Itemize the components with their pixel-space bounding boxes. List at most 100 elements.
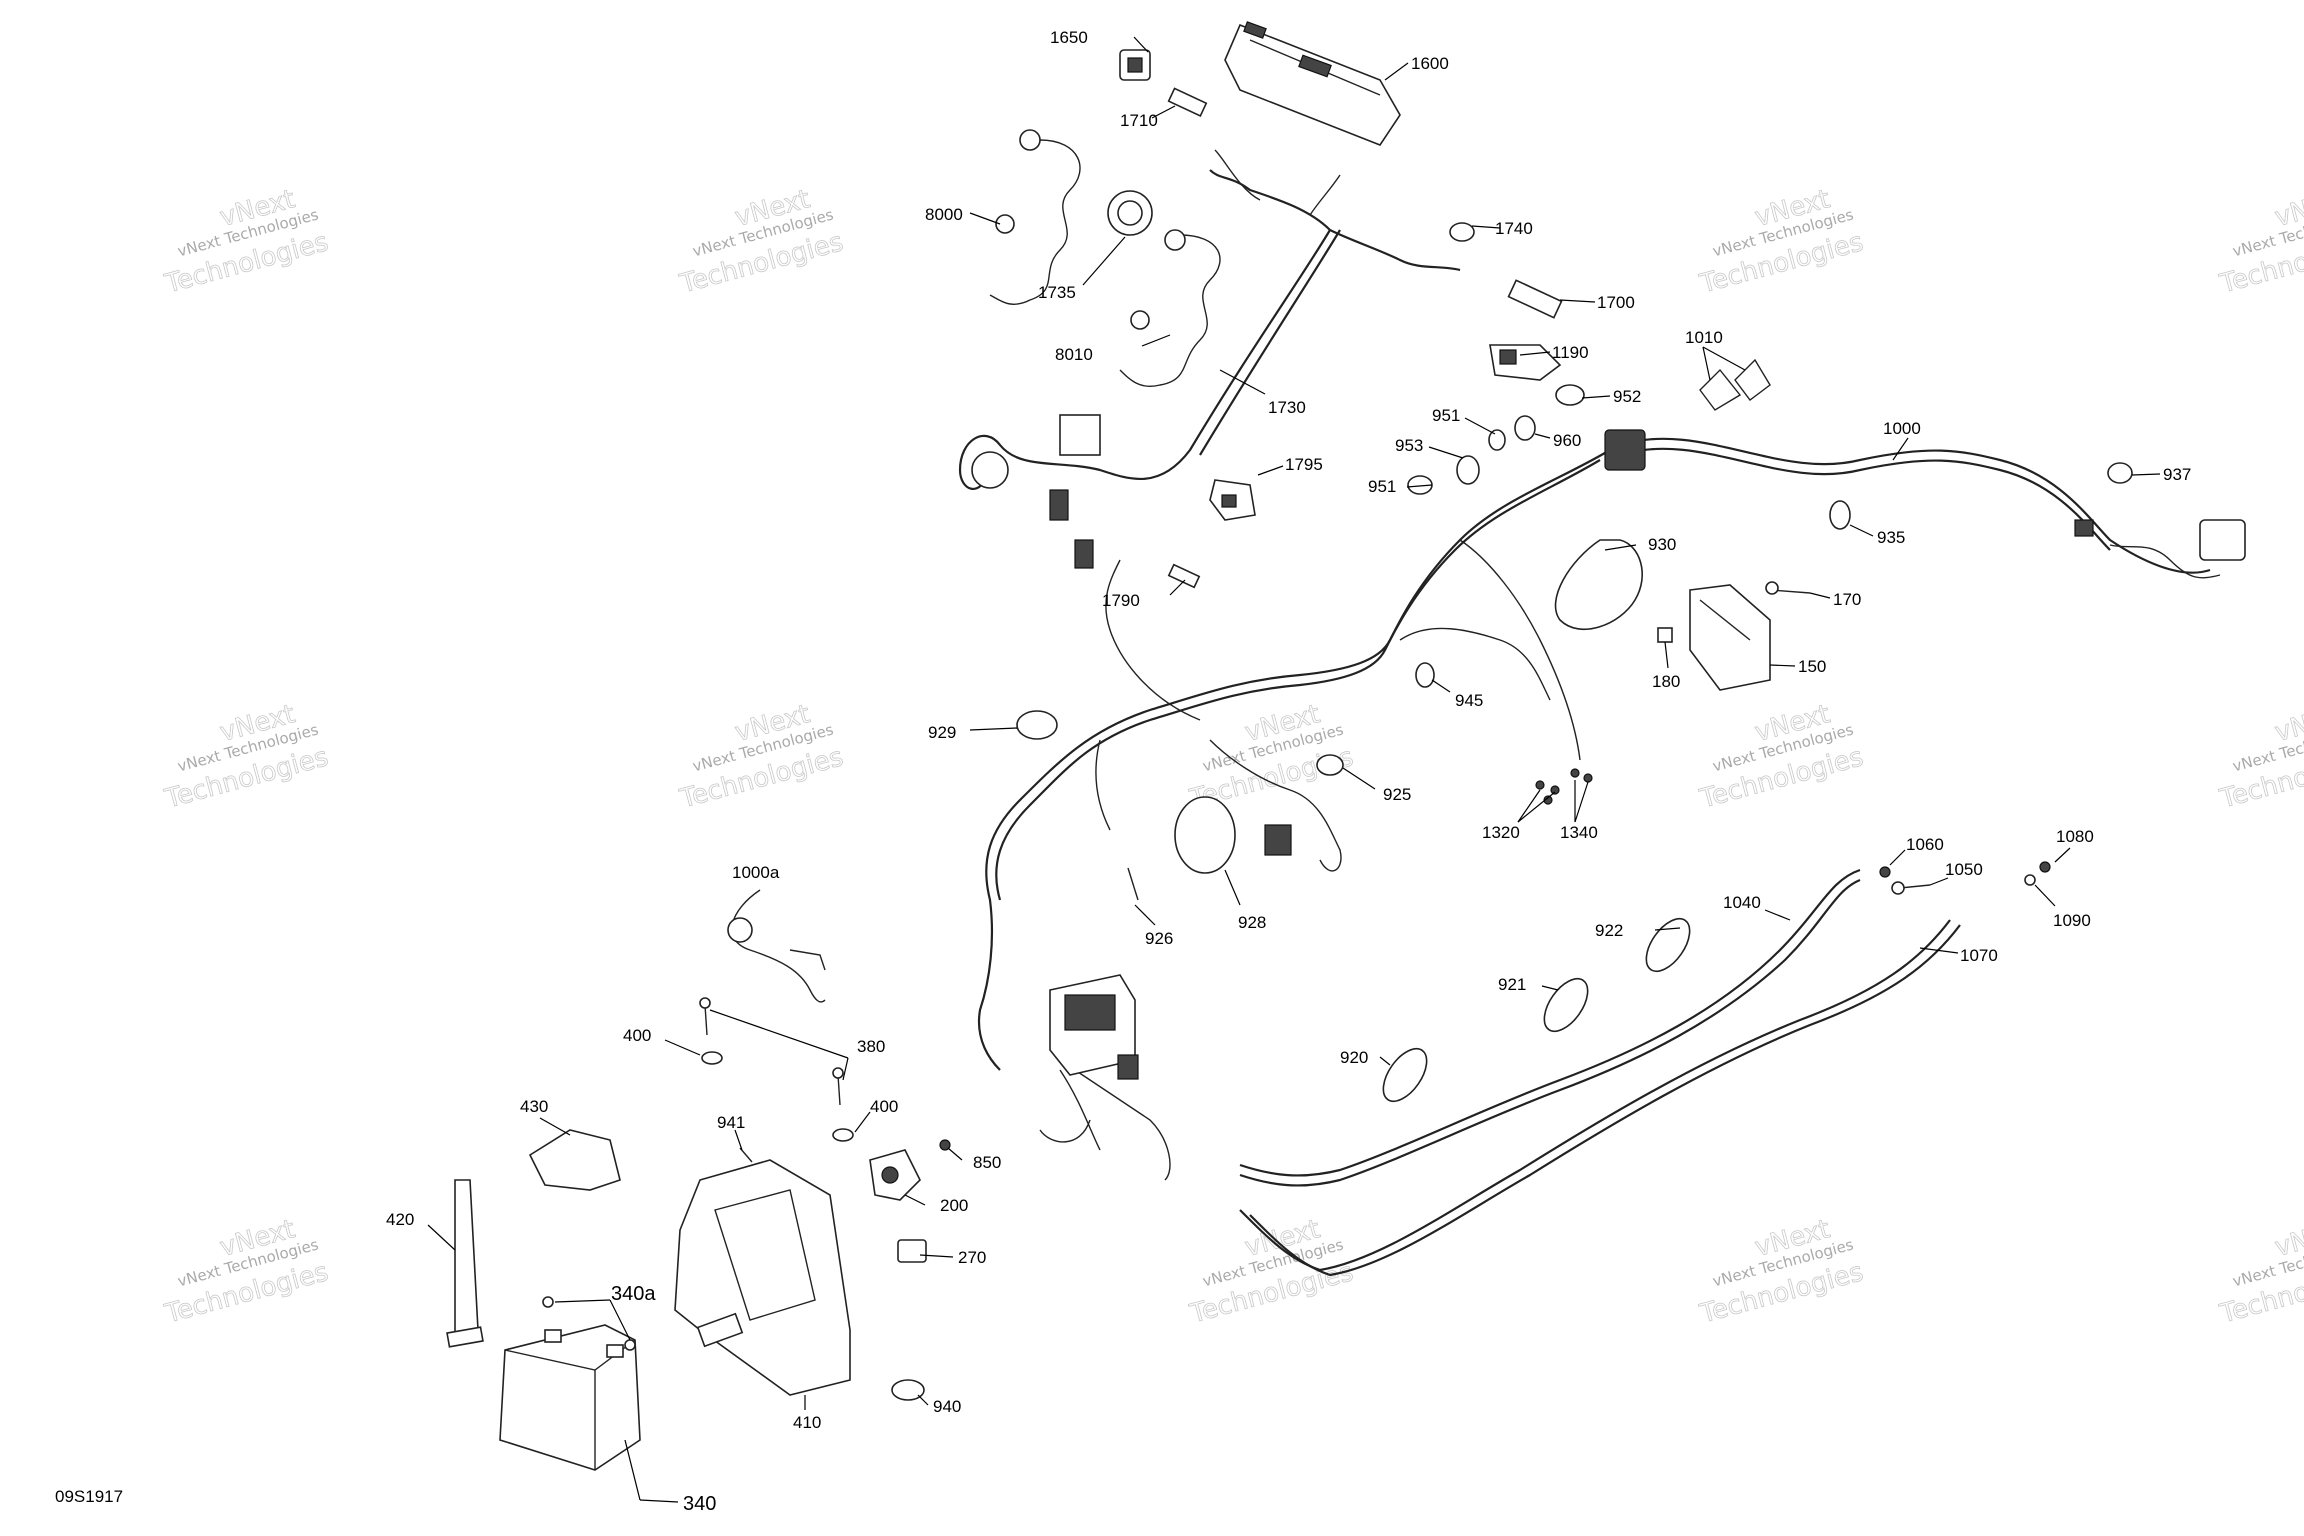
watermark: vNext Technologies vNext Technologies xyxy=(161,1214,332,1330)
label-925: 925 xyxy=(1383,785,1411,804)
label-941: 941 xyxy=(717,1113,745,1132)
watermark: vNext Technologies vNext Technologies xyxy=(676,699,847,815)
part-200 xyxy=(869,1149,921,1201)
label-410: 410 xyxy=(793,1413,821,1432)
label-926: 926 xyxy=(1145,929,1173,948)
part-925 xyxy=(1316,754,1344,776)
part-921 xyxy=(1543,977,1589,1033)
part-1700 xyxy=(1507,279,1563,319)
components xyxy=(446,21,2246,1471)
label-940: 940 xyxy=(933,1397,961,1416)
label-1340: 1340 xyxy=(1560,823,1598,842)
label-8000: 8000 xyxy=(925,205,963,224)
part-1730-block xyxy=(1059,414,1101,456)
label-1320: 1320 xyxy=(1482,823,1520,842)
part-1710 xyxy=(1167,87,1208,118)
label-1710: 1710 xyxy=(1120,111,1158,130)
label-8010: 8010 xyxy=(1055,345,1093,364)
part-1090 xyxy=(2024,874,2036,886)
label-1735: 1735 xyxy=(1038,283,1076,302)
part-935 xyxy=(1829,500,1851,530)
label-1000: 1000 xyxy=(1883,419,1921,438)
watermark: vNext Technologies vNext Technologies xyxy=(676,184,847,300)
label-1795: 1795 xyxy=(1285,455,1323,474)
part-400-b xyxy=(832,1128,854,1142)
label-1740: 1740 xyxy=(1495,219,1533,238)
part-1010 xyxy=(1699,358,1771,411)
part-270 xyxy=(897,1239,927,1263)
part-1730-plug-b xyxy=(1074,539,1094,569)
watermark: vNext Technologies vNext Technologies xyxy=(2216,699,2304,815)
part-fuse-box xyxy=(1049,974,1139,1080)
part-420 xyxy=(454,1179,479,1341)
part-1080 xyxy=(2039,861,2051,873)
part-340a-b xyxy=(624,1339,636,1351)
part-1000-end-connector xyxy=(2199,519,2246,561)
part-952 xyxy=(1555,384,1585,406)
label-945: 945 xyxy=(1455,691,1483,710)
label-953: 953 xyxy=(1395,436,1423,455)
part-953 xyxy=(1456,455,1480,485)
part-1050 xyxy=(1891,881,1931,895)
label-920: 920 xyxy=(1340,1048,1368,1067)
svg-text:vNext: vNext xyxy=(2272,699,2304,748)
label-921: 921 xyxy=(1498,975,1526,994)
part-945 xyxy=(1415,662,1435,688)
label-1070: 1070 xyxy=(1960,946,1998,965)
part-430 xyxy=(528,1129,621,1191)
part-340a-a xyxy=(542,1296,554,1308)
part-937 xyxy=(2107,462,2133,484)
part-1735-inner xyxy=(1117,200,1143,226)
label-937: 937 xyxy=(2163,465,2191,484)
label-1050: 1050 xyxy=(1945,860,1983,879)
part-150 xyxy=(1689,584,1771,691)
label-1000a: 1000a xyxy=(732,863,780,882)
label-420: 420 xyxy=(386,1210,414,1229)
label-951-lower: 951 xyxy=(1368,477,1396,496)
label-960: 960 xyxy=(1553,431,1581,450)
part-941 xyxy=(739,1147,753,1163)
part-1000-plug xyxy=(2074,519,2094,537)
part-850 xyxy=(939,1139,951,1151)
part-1060 xyxy=(1879,866,1891,878)
svg-text:vNext: vNext xyxy=(2272,184,2304,233)
part-labels: 1650 1600 1710 8000 1735 1740 1700 8010 … xyxy=(55,28,2191,1515)
label-1790: 1790 xyxy=(1102,591,1140,610)
svg-text:vNext: vNext xyxy=(2272,1214,2304,1263)
part-1340 xyxy=(1570,768,1593,783)
label-1190: 1190 xyxy=(1552,343,1589,362)
label-340: 340 xyxy=(683,1493,716,1515)
part-928-plug xyxy=(1264,824,1292,856)
part-930 xyxy=(1554,539,1643,630)
wiring-harness-main xyxy=(958,149,2221,1277)
label-1650: 1650 xyxy=(1050,28,1088,47)
part-940 xyxy=(891,1379,925,1401)
label-952: 952 xyxy=(1613,387,1641,406)
part-1000-connector xyxy=(1604,429,1646,471)
label-1730: 1730 xyxy=(1268,398,1306,417)
part-1795 xyxy=(1209,479,1256,521)
label-1040: 1040 xyxy=(1723,893,1761,912)
part-1000a xyxy=(727,889,826,1003)
part-8000 xyxy=(989,129,1081,305)
label-400-a: 400 xyxy=(623,1026,651,1045)
label-1600: 1600 xyxy=(1411,54,1449,73)
label-200: 200 xyxy=(940,1196,968,1215)
label-922: 922 xyxy=(1595,921,1623,940)
label-170: 170 xyxy=(1833,590,1861,609)
part-8010 xyxy=(1119,229,1221,387)
label-150: 150 xyxy=(1798,657,1826,676)
part-922 xyxy=(1645,917,1691,973)
part-410 xyxy=(674,1159,851,1396)
part-420-buckle xyxy=(446,1326,484,1348)
part-1740 xyxy=(1449,222,1475,242)
part-951-upper xyxy=(1488,429,1506,451)
part-180 xyxy=(1657,627,1673,643)
part-1730-grommet xyxy=(971,451,1009,489)
watermark: vNext Technologies vNext Technologies xyxy=(161,184,332,300)
label-400-b: 400 xyxy=(870,1097,898,1116)
watermark: vNext Technologies vNext Technologies xyxy=(1696,184,1867,300)
part-960 xyxy=(1514,415,1536,441)
leader-lines xyxy=(427,36,2161,1503)
